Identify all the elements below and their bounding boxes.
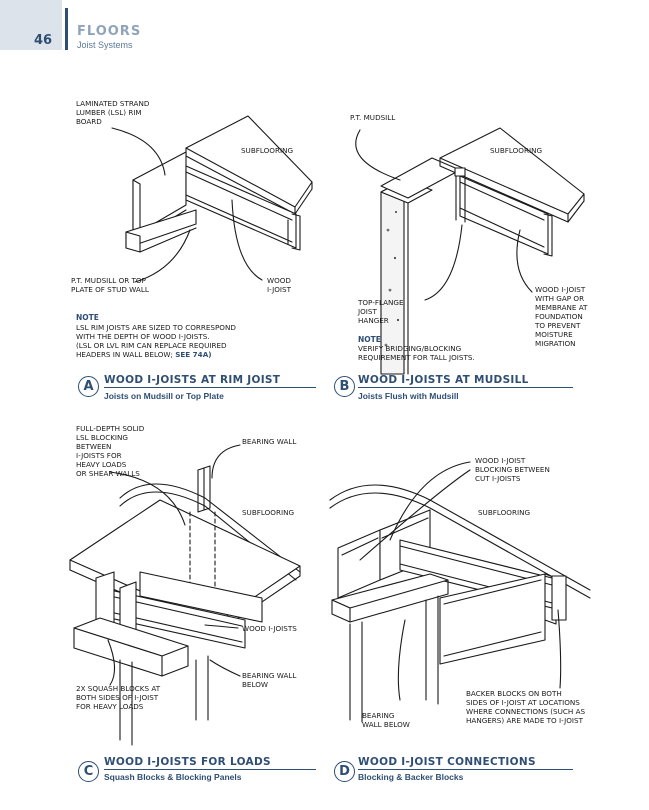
- drawing-c-loads: [69, 444, 301, 746]
- caption-title-c: WOOD I-JOISTS FOR LOADS: [104, 756, 271, 768]
- label-squash-blocks-c: 2X SQUASH BLOCKS AT BOTH SIDES OF I-JOIS…: [76, 684, 161, 711]
- caption-rule-d: [358, 769, 573, 771]
- label-gap-membrane-b: WOOD I-JOIST WITH GAP OR MEMBRANE AT FOU…: [535, 285, 588, 348]
- note-body-a: LSL RIM JOISTS ARE SIZED TO CORRESPOND W…: [76, 323, 236, 359]
- label-backer-blocks-d: BACKER BLOCKS ON BOTH SIDES OF I-JOIST A…: [466, 689, 586, 725]
- page-number: 46: [34, 33, 53, 48]
- caption-rule-a: [104, 387, 316, 389]
- caption-subtitle-a: Joists on Mudsill or Top Plate: [104, 391, 224, 401]
- label-bearing-wall-c: BEARING WALL: [242, 437, 297, 446]
- label-blocking-d: WOOD I-JOIST BLOCKING BETWEEN CUT I-JOIS…: [475, 456, 550, 483]
- label-subflooring-a: SUBFLOORING: [241, 146, 294, 155]
- chapter-title: FLOORS: [77, 24, 142, 39]
- label-mudsill-a: P.T. MUDSILL OR TOP PLATE OF STUD WALL: [71, 276, 149, 294]
- caption-title-a: WOOD I-JOISTS AT RIM JOIST: [104, 374, 281, 386]
- caption-subtitle-d: Blocking & Backer Blocks: [358, 772, 464, 782]
- label-wood-ijoist-a: WOOD I-JOIST: [267, 276, 291, 294]
- caption-subtitle-c: Squash Blocks & Blocking Panels: [104, 772, 242, 782]
- caption-letter-d: D: [334, 761, 355, 782]
- caption-title-b: WOOD I-JOISTS AT MUDSILL: [358, 374, 529, 386]
- caption-rule-b: [358, 387, 573, 389]
- caption-letter-b: B: [334, 376, 355, 397]
- label-subflooring-c: SUBFLOORING: [242, 508, 295, 517]
- caption-subtitle-b: Joists Flush with Mudsill: [358, 391, 459, 401]
- label-bearing-below-d: BEARING WALL BELOW: [362, 711, 410, 729]
- note-heading-a: NOTE: [76, 313, 99, 322]
- note-body-b: VERIFY BRIDGING/BLOCKING REQUIREMENT FOR…: [358, 344, 475, 362]
- label-mudsill-b: P.T. MUDSILL: [350, 113, 396, 122]
- label-subflooring-b: SUBFLOORING: [490, 146, 543, 155]
- label-subflooring-d: SUBFLOORING: [478, 508, 531, 517]
- caption-letter-a: A: [78, 376, 99, 397]
- drawing-a-rim-joist: [111, 115, 313, 283]
- label-blocking-c: FULL-DEPTH SOLID LSL BLOCKING BETWEEN I-…: [76, 424, 145, 478]
- note-heading-b: NOTE: [358, 335, 381, 344]
- caption-letter-c: C: [78, 761, 99, 782]
- label-wood-ijoists-c: WOOD I-JOISTS: [242, 624, 297, 633]
- page-number-tab: [0, 0, 62, 50]
- header-rule: [65, 8, 68, 50]
- drawing-b-mudsill: [355, 127, 585, 375]
- label-bearing-below-c: BEARING WALL BELOW: [242, 671, 297, 689]
- caption-title-d: WOOD I-JOIST CONNECTIONS: [358, 756, 536, 768]
- note-reference-a: SEE 74A): [175, 350, 212, 359]
- drawing-d-connections: [329, 461, 591, 723]
- section-title: Joist Systems: [77, 40, 133, 50]
- label-hanger-b: TOP-FLANGE JOIST HANGER: [358, 298, 404, 325]
- caption-rule-c: [104, 769, 316, 771]
- label-lsl-rim-board: LAMINATED STRAND LUMBER (LSL) RIM BOARD: [76, 99, 150, 126]
